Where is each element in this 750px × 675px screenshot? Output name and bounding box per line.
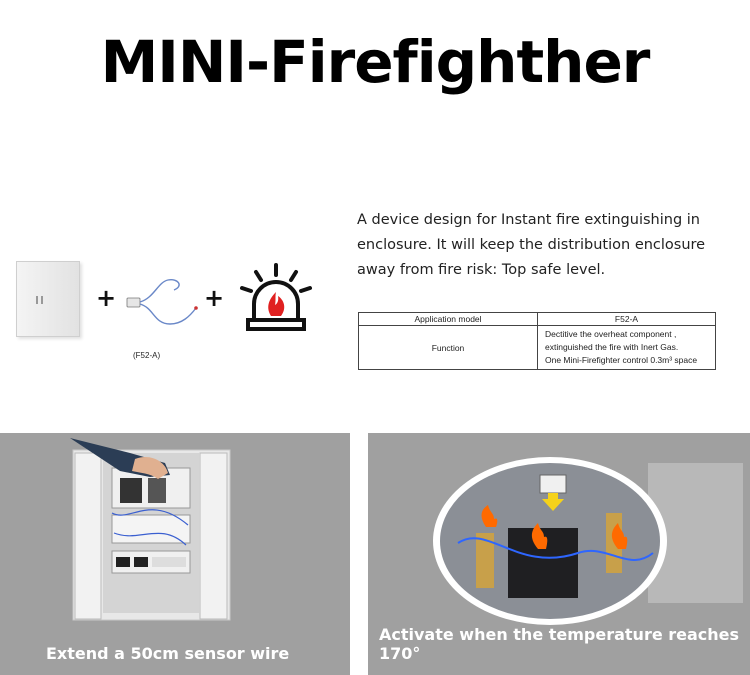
fire-alarm-icon: [240, 263, 312, 331]
activation-photo: [433, 457, 743, 625]
function-line-1: Dectitive the overheat component ,: [545, 329, 677, 339]
plus-sign: +: [204, 284, 225, 312]
left-panel-caption: Extend a 50cm sensor wire: [46, 644, 290, 663]
spec-label-model: Application model: [358, 312, 538, 326]
enclosure-cabinet-image: [16, 261, 80, 337]
product-combination: + +: [16, 258, 316, 338]
install-panel: Extend a 50cm sensor wire: [0, 433, 350, 675]
spec-label-function: Function: [358, 325, 538, 370]
function-line-3: One Mini-Firefighter control 0.3m³ space: [545, 355, 698, 365]
spec-value-model: F52-A: [537, 312, 716, 326]
spec-table: Application model F52-A Function Dectiti…: [358, 312, 716, 370]
sensor-wire-image: [126, 278, 198, 325]
activation-panel: Activate when the temperature reaches 17…: [368, 433, 750, 675]
spec-value-function: Dectitive the overheat component , extin…: [537, 325, 716, 370]
page-title: MINI-Firefighther: [100, 28, 651, 96]
table-row: Application model F52-A: [358, 312, 716, 326]
distribution-cabinet-photo: [70, 438, 231, 621]
right-panel-caption: Activate when the temperature reaches 17…: [379, 625, 740, 663]
function-line-2: extinguished the fire with Inert Gas.: [545, 342, 679, 352]
plus-sign: +: [96, 284, 117, 312]
product-description: A device design for Instant fire extingu…: [357, 212, 706, 278]
product-model-caption: (F52-A): [133, 351, 161, 360]
table-row: Function Dectitive the overheat componen…: [358, 325, 716, 370]
